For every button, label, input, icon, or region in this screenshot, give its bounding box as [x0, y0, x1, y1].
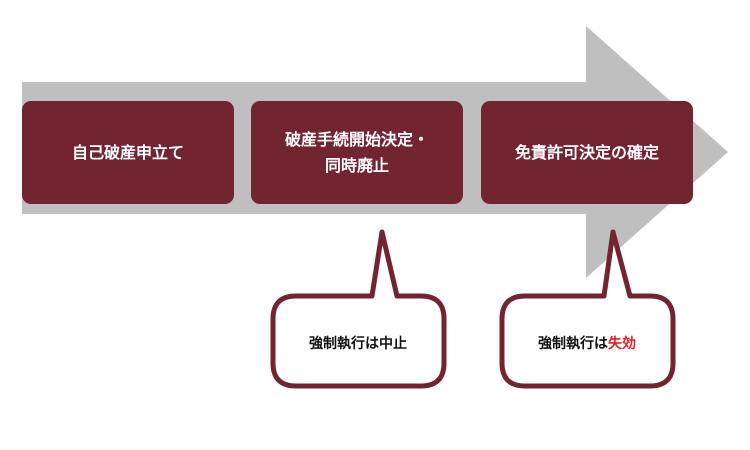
- callout-text-invalidation: 強制執行は失効: [501, 333, 673, 353]
- callout-text-invalidation-main: 強制執行は: [538, 336, 608, 352]
- step-box-commencement: 破産手続開始決定・ 同時廃止: [251, 101, 463, 204]
- callout-text-suspension: 強制執行は中止: [272, 333, 444, 353]
- callout-text-invalidation-highlight: 失効: [608, 336, 636, 352]
- callout-bubble-suspension: [270, 229, 447, 389]
- step-box-petition: 自己破産申立て: [22, 101, 234, 204]
- callout-bubble-invalidation: [499, 229, 676, 389]
- callout-text-suspension-main: 強制執行は中止: [309, 336, 407, 352]
- step-label-petition: 自己破産申立て: [71, 142, 184, 162]
- step-label-commencement: 破産手続開始決定・ 同時廃止: [284, 129, 429, 175]
- step-label-discharge: 免責許可決定の確定: [514, 142, 659, 162]
- step-box-discharge: 免責許可決定の確定: [481, 101, 693, 204]
